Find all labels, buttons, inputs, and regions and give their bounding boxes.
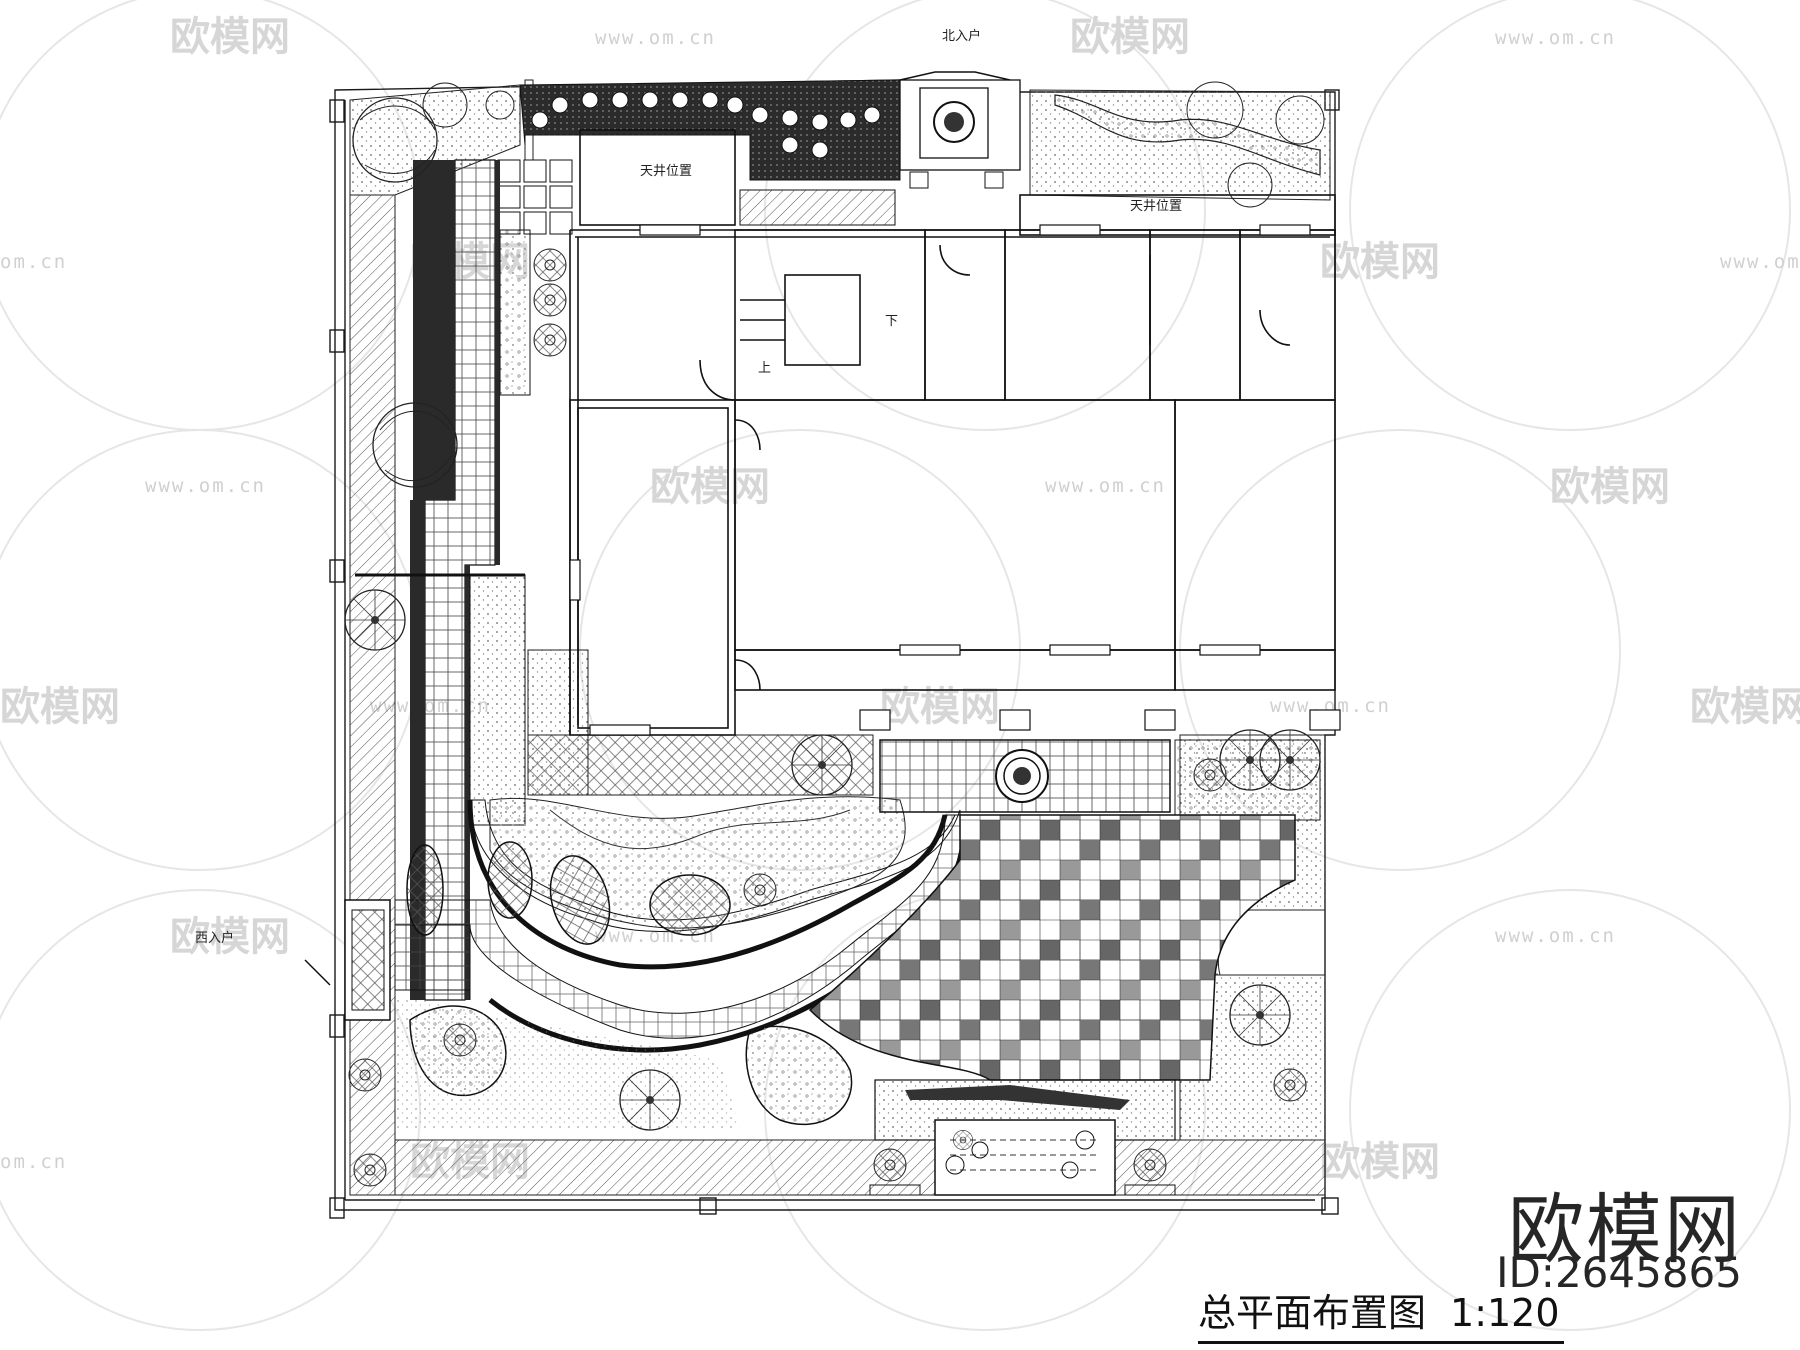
watermark-logo: 欧模网 xyxy=(0,684,120,730)
skylight-label: 天井位置 xyxy=(640,164,692,179)
shrub-icon xyxy=(1133,1148,1167,1182)
watermark-url: www.om.cn xyxy=(1495,925,1616,947)
watermark-url: www.om.cn xyxy=(145,475,266,497)
shrub-icon xyxy=(533,248,567,282)
planting-areas xyxy=(349,79,1331,1196)
watermark-logo: 欧模网 xyxy=(880,684,1000,730)
watermark-url: www.om.cn xyxy=(595,27,716,49)
plan-labels: 北入户 西入户 天井位置 天井位置 上 下 xyxy=(195,28,1182,946)
west-walkway xyxy=(355,159,531,1001)
building-windows xyxy=(569,224,1341,736)
front-terrace xyxy=(879,79,1171,813)
watermark-logo: 欧模网 xyxy=(1550,464,1670,510)
tree-icon xyxy=(1229,984,1291,1046)
watermark-logo: 欧模网 xyxy=(1320,239,1440,285)
north-entrance-gate xyxy=(899,71,1011,189)
trees xyxy=(344,81,1325,1131)
tree-icon xyxy=(619,1069,681,1131)
shrub-icon xyxy=(873,1148,907,1182)
drawing-scale: 1:120 xyxy=(1450,1291,1560,1335)
shrub-icon xyxy=(533,283,567,317)
watermark-url: www.om.cn xyxy=(1270,695,1391,717)
water-feature xyxy=(869,1079,1176,1196)
watermark-logo: 欧模网 xyxy=(1070,14,1190,60)
watermark-url: www.om.cn xyxy=(1720,251,1800,273)
north-entrance-label: 北入户 xyxy=(942,28,981,44)
shrub-icon xyxy=(443,1023,477,1057)
building-walls xyxy=(569,129,1336,736)
checker-patio xyxy=(808,814,1296,1081)
stair-down-label: 下 xyxy=(885,314,898,329)
drawing-title-text: 总平面布置图 xyxy=(1198,1291,1427,1335)
west-entrance-steps xyxy=(304,899,391,1021)
pebble-garden xyxy=(395,796,906,1130)
watermark-url: www.om.cn xyxy=(1495,27,1616,49)
watermark-logo-group: 欧模网 欧模网 欧模网 欧模网 欧模网 欧模网 欧模网 欧模网 欧模网 欧模网 … xyxy=(0,14,1800,1185)
west-entrance-label: 西入户 xyxy=(195,930,234,946)
shrub-icon xyxy=(743,873,777,907)
skylight-label: 天井位置 xyxy=(1130,199,1182,214)
watermark-url: om.cn xyxy=(0,251,67,273)
shrub-icon xyxy=(533,323,567,357)
brand-id-text: ID:2645865 xyxy=(1496,1248,1742,1297)
watermark-url: om.cn xyxy=(0,1151,67,1173)
shrub-icon xyxy=(1273,1068,1307,1102)
watermark-logo: 欧模网 xyxy=(1690,684,1800,730)
shrub-icon xyxy=(348,1058,382,1092)
watermark-logo: 欧模网 xyxy=(1320,1139,1440,1185)
watermark-logo: 欧模网 xyxy=(170,14,290,60)
watermark-url: www.om.cn xyxy=(1045,475,1166,497)
watermark-logo: 欧模网 xyxy=(170,914,290,960)
north-path xyxy=(497,79,901,235)
brand-logo-text: 欧模网 xyxy=(1508,1185,1742,1274)
stair-up-label: 上 xyxy=(758,361,771,376)
square-pavers xyxy=(497,159,573,235)
tree-icon xyxy=(791,734,853,796)
shrub-icon xyxy=(353,1153,387,1187)
drawing-title: 总平面布置图 1:120 xyxy=(1198,1282,1564,1344)
watermark-logo: 欧模网 xyxy=(650,464,770,510)
shrub-icon xyxy=(1193,758,1227,792)
tree-icon xyxy=(1259,729,1321,791)
tree-icon xyxy=(344,589,406,651)
